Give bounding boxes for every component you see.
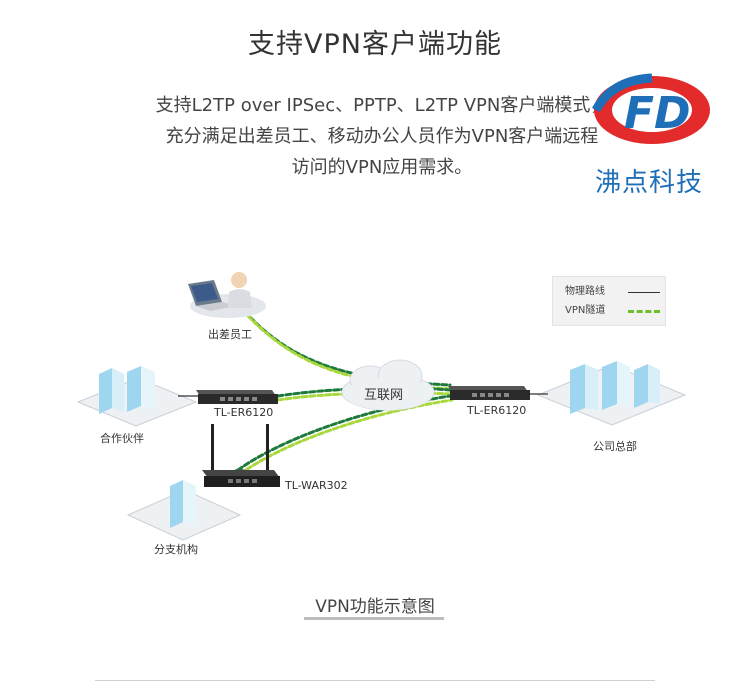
svg-text:FD: FD — [624, 88, 691, 139]
router-left-label: TL-ER6120 — [214, 406, 274, 419]
wireless-router-label: TL-WAR302 — [285, 479, 348, 492]
branch-label: 分支机构 — [154, 543, 198, 556]
wireless-router-icon — [202, 424, 280, 487]
intro-text: 支持L2TP over IPSec、PPTP、L2TP VPN客户端模式， 充分… — [92, 90, 672, 183]
diagram-legend: 物理路线 VPN隧道 — [552, 276, 666, 326]
intro-line-2: 充分满足出差员工、移动办公人员作为VPN客户端远程 — [165, 126, 599, 147]
intro-line-3: 访问的VPN应用需求。 — [291, 157, 473, 178]
hq-building-icon — [536, 361, 687, 426]
router-left-icon — [196, 390, 278, 404]
branch-building-icon — [126, 480, 242, 541]
logo-mark-icon: FD — [592, 73, 710, 144]
page-title: 支持VPN客户端功能 — [248, 29, 502, 60]
legend-physical-label: 物理路线 — [565, 286, 605, 297]
employee-laptop-icon — [188, 272, 266, 318]
hq-label: 公司总部 — [593, 440, 637, 453]
legend-physical-line — [628, 292, 660, 293]
caption-underline — [304, 617, 444, 620]
router-right-icon — [448, 386, 530, 400]
bottom-divider — [95, 680, 655, 681]
internet-label: 互联网 — [364, 388, 404, 403]
internet-cloud-icon — [341, 359, 435, 411]
diagram-caption: VPN功能示意图 — [315, 597, 435, 617]
legend-vpn-line — [628, 310, 660, 313]
partner-label: 合作伙伴 — [100, 432, 144, 445]
logo-text: 沸点科技 — [594, 168, 703, 198]
company-logo: FD 沸点科技 — [582, 70, 714, 200]
vpn-diagram: 互联网 出差员工 TL-ER6120 TL-ER6120 合作伙伴 公司总部 T… — [0, 220, 750, 580]
employee-label: 出差员工 — [208, 328, 252, 341]
diagram-canvas — [76, 272, 687, 541]
router-right-label: TL-ER6120 — [467, 404, 527, 417]
partner-building-icon — [76, 366, 198, 427]
legend-vpn-label: VPN隧道 — [565, 305, 606, 316]
intro-line-1: 支持L2TP over IPSec、PPTP、L2TP VPN客户端模式， — [155, 95, 609, 116]
